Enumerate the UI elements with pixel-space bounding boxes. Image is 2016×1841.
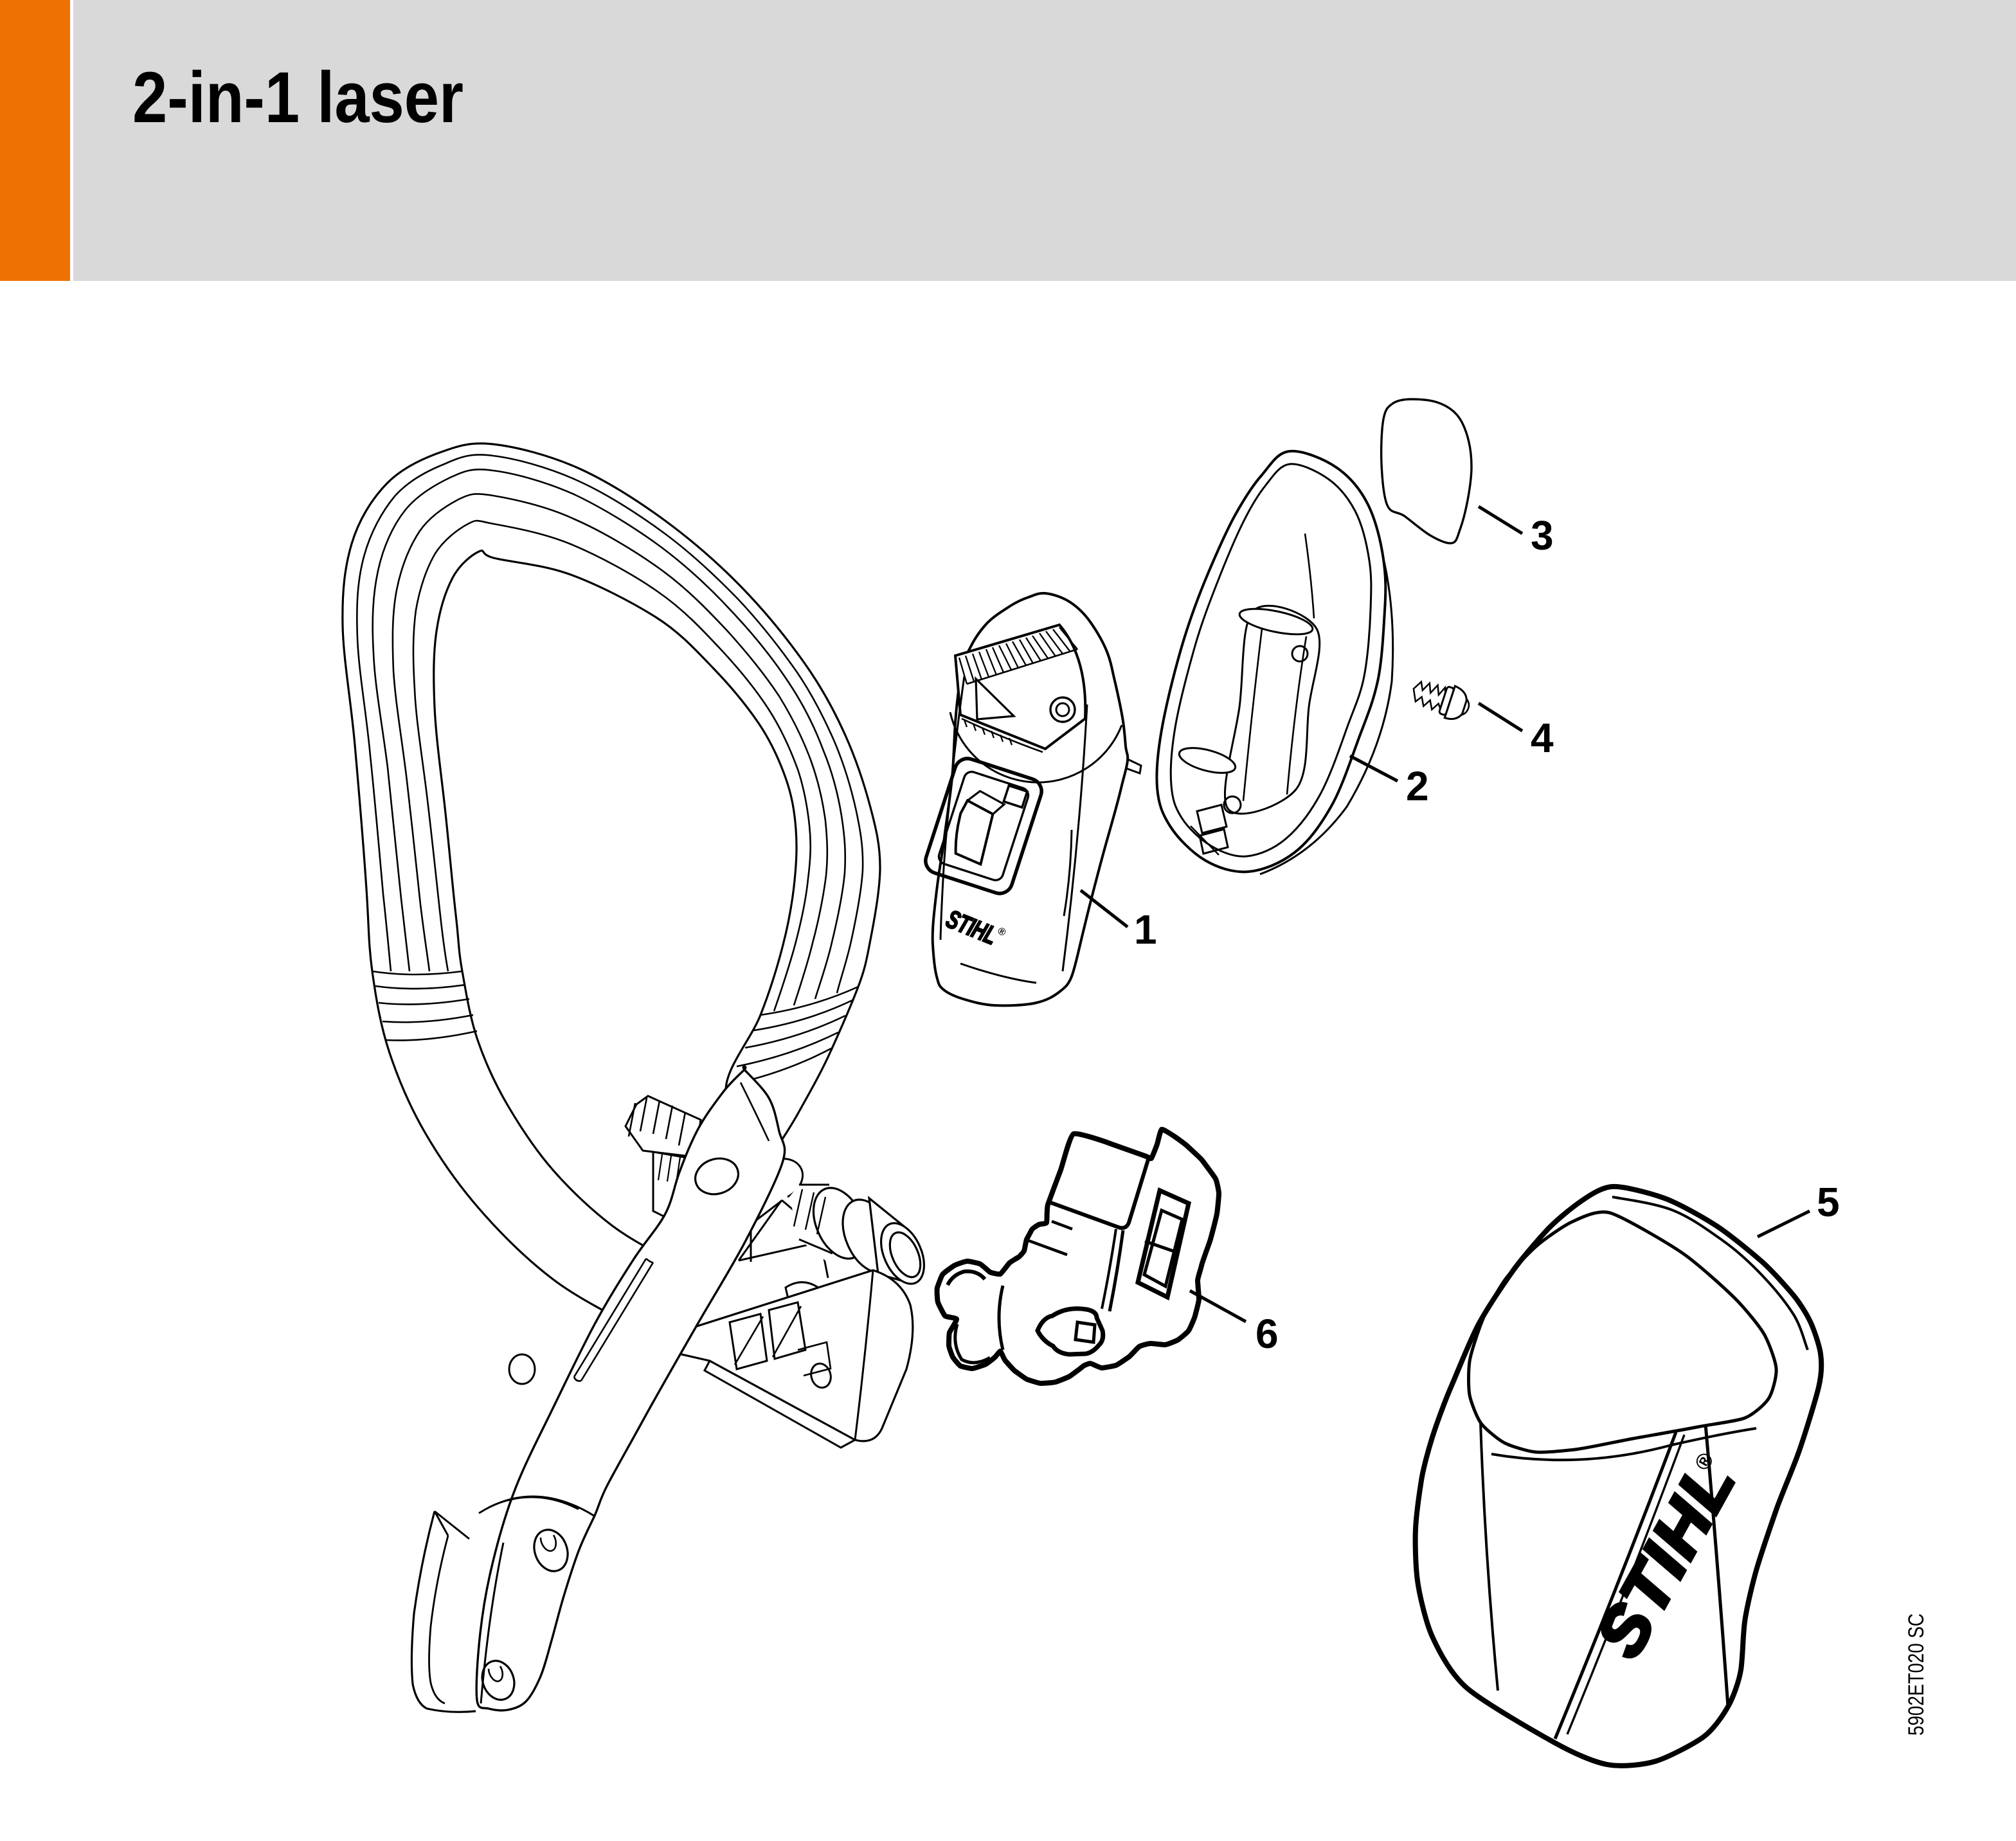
svg-text:4: 4	[1531, 715, 1554, 761]
svg-text:6: 6	[1256, 1311, 1279, 1357]
svg-text:5902ET020 SC: 5902ET020 SC	[1904, 1613, 1929, 1736]
svg-text:2: 2	[1406, 763, 1429, 809]
svg-text:2-in-1 laser: 2-in-1 laser	[132, 57, 464, 138]
svg-text:5: 5	[1817, 1179, 1840, 1225]
svg-text:3: 3	[1531, 512, 1554, 559]
svg-text:1: 1	[1134, 906, 1157, 953]
